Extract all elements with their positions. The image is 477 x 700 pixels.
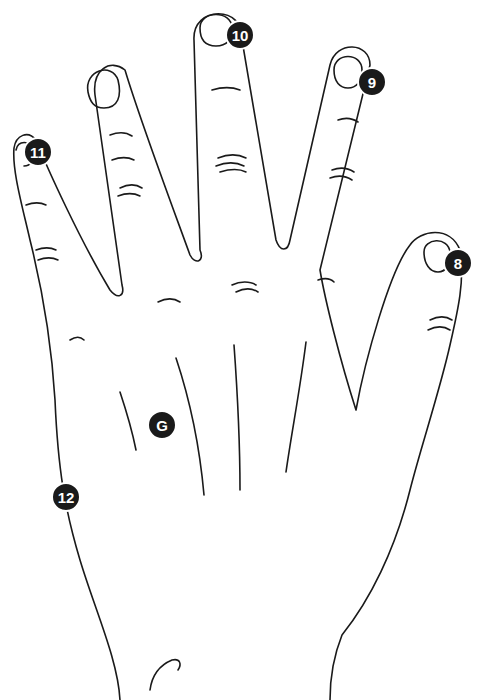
callout-text: G — [156, 418, 168, 433]
skin-creases — [26, 88, 452, 340]
callout-number: 11 — [23, 137, 53, 167]
callout-text: 8 — [454, 256, 462, 271]
fingernail — [88, 70, 120, 108]
metacarpal-lines — [120, 342, 306, 495]
callout-text: 10 — [232, 28, 249, 43]
callout-number: 12 — [51, 482, 81, 512]
callout-text: 12 — [58, 490, 75, 505]
callout-text: 11 — [30, 145, 46, 160]
callout-text: 9 — [368, 75, 376, 90]
hand-outline — [14, 14, 462, 700]
callout-number: G — [147, 410, 177, 440]
wrist-crease — [150, 660, 180, 690]
callout-number: 10 — [225, 20, 255, 50]
callout-number: 9 — [357, 67, 387, 97]
callout-number: 8 — [443, 248, 473, 278]
